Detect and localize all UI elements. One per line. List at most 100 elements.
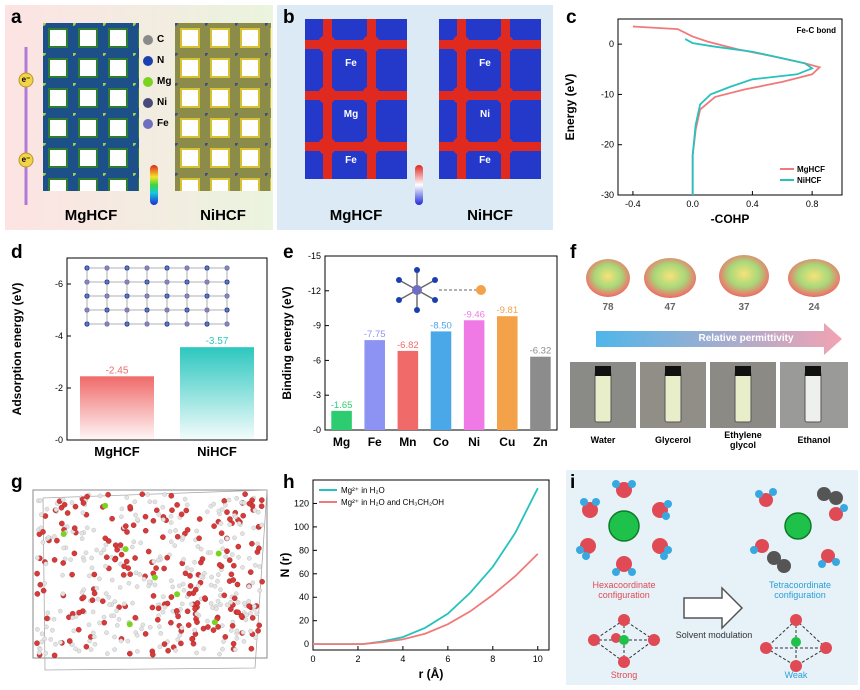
md-simulation-box	[32, 489, 268, 671]
x-tick-label: 6	[445, 654, 450, 664]
x-tick-label: 8	[490, 654, 495, 664]
water-atom	[103, 554, 110, 560]
water-atom	[232, 647, 238, 652]
water-atom	[179, 625, 185, 631]
panel-i: i	[566, 470, 858, 685]
water-atom	[44, 506, 50, 512]
water-atom	[114, 547, 120, 553]
water-atom	[184, 608, 191, 615]
water-atom	[118, 638, 124, 644]
water-atom	[214, 606, 219, 612]
water-atom	[64, 510, 71, 516]
y-tick-label: 0	[609, 39, 614, 49]
water-atom	[247, 569, 254, 575]
ligand-atom	[432, 297, 438, 303]
water-atom	[103, 563, 108, 569]
water-atom	[221, 498, 228, 504]
water-atom	[192, 606, 198, 612]
water-atom	[58, 639, 63, 645]
water-atom	[189, 636, 195, 642]
water-atom	[250, 580, 256, 586]
electron-density-maps	[305, 19, 541, 205]
water-atom	[160, 609, 166, 615]
y-axis-label: N (r)	[278, 553, 292, 578]
water-atom	[236, 555, 241, 560]
water-atom	[255, 541, 260, 547]
water-atom	[105, 651, 110, 656]
water-atom	[168, 514, 174, 519]
weak-label: Weak	[784, 670, 808, 680]
y-axis-label: Energy (eV)	[563, 74, 577, 141]
water-atom	[222, 634, 229, 640]
water-atom	[251, 603, 257, 609]
y-tick-label: 80	[299, 545, 309, 555]
water-atom	[81, 587, 87, 592]
water-atom	[235, 600, 241, 605]
water-atom	[101, 614, 107, 620]
water-atom	[224, 602, 230, 608]
water-atom	[186, 590, 193, 597]
strong-label: Strong	[610, 670, 638, 680]
water-atom	[109, 577, 115, 583]
water-atom	[43, 561, 49, 567]
water-atom	[230, 577, 236, 583]
water-atom	[102, 535, 109, 542]
panel-label: e	[283, 242, 294, 263]
water-atom	[103, 591, 109, 596]
legend-label: C	[157, 34, 165, 45]
caption-mghcf: MgHCF	[64, 207, 118, 224]
water-atom	[40, 587, 47, 594]
water-atom	[149, 604, 156, 611]
water-atom	[229, 552, 235, 557]
water-atom	[127, 571, 133, 577]
water-atom	[255, 627, 261, 634]
water-atom	[97, 493, 103, 499]
water-atom	[168, 539, 174, 545]
water-atom	[135, 648, 140, 654]
water-atom	[134, 584, 140, 589]
water-atom	[181, 587, 187, 593]
water-atom	[216, 572, 221, 577]
water-atom	[224, 548, 230, 554]
water-atom	[175, 637, 181, 642]
water-atom	[228, 571, 235, 578]
data-label: -9.81	[496, 305, 518, 316]
water-atom	[123, 523, 129, 529]
water-atom	[195, 583, 201, 589]
water-atom	[132, 614, 139, 621]
water-atom	[88, 647, 94, 652]
water-atom	[230, 640, 237, 647]
water-atom	[227, 606, 234, 612]
x-tick-label: NiHCF	[197, 444, 237, 459]
x-tick-label: 0	[310, 654, 315, 664]
water-atom	[179, 601, 185, 607]
y-tick-label: -9	[313, 321, 321, 331]
bar-co	[430, 331, 452, 430]
water-atom	[134, 632, 140, 638]
water-atom	[150, 593, 157, 599]
panel-g: g	[5, 470, 273, 685]
water-atom	[127, 650, 133, 657]
water-atom	[72, 503, 79, 510]
water-atom	[135, 517, 140, 522]
water-atom	[246, 598, 251, 604]
water-atom	[164, 554, 170, 561]
x-tick-label: Co	[433, 435, 449, 449]
bar-mn	[397, 350, 419, 430]
water-atom	[256, 545, 262, 552]
x-tick-label: 0.8	[806, 199, 819, 209]
water-atom	[182, 570, 189, 577]
water-atom	[51, 557, 58, 563]
bar-mghcf	[80, 376, 154, 440]
water-atom	[85, 525, 90, 531]
water-atom	[161, 565, 167, 572]
panel-b: b Fe Mg Fe Fe Ni Fe MgHCF NiHC	[277, 5, 553, 230]
mghcf-lattice	[18, 23, 271, 205]
permittivity-label: Relative permittivity	[698, 333, 794, 344]
water-atom	[189, 567, 194, 573]
water-atom	[112, 556, 118, 563]
water-atom	[253, 635, 258, 640]
x-tick-label: Mg	[333, 435, 350, 449]
